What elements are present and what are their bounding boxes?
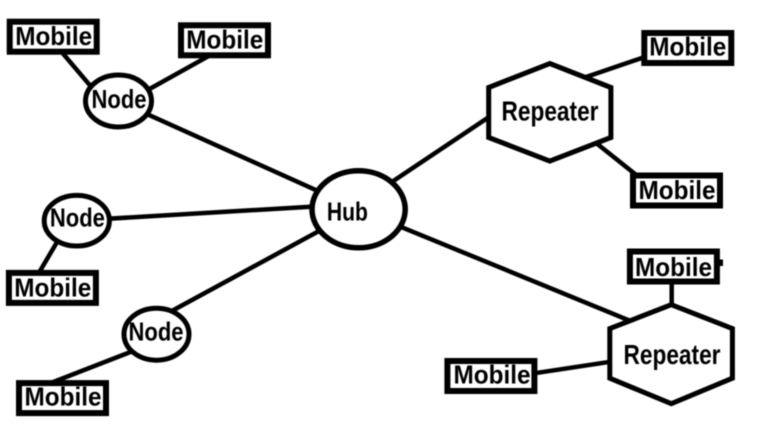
svg-text:Mobile: Mobile <box>14 273 91 303</box>
svg-text:Mobile: Mobile <box>635 252 712 282</box>
svg-text:Hub: Hub <box>327 196 368 226</box>
svg-text:Mobile: Mobile <box>454 360 531 390</box>
svg-text:Mobile: Mobile <box>25 382 102 412</box>
svg-text:Mobile: Mobile <box>15 21 92 51</box>
svg-text:Mobile: Mobile <box>639 175 716 205</box>
svg-text:Repeater: Repeater <box>502 96 599 127</box>
svg-text:Repeater: Repeater <box>624 339 721 370</box>
svg-text:Node: Node <box>129 317 184 347</box>
svg-text:Mobile: Mobile <box>649 32 726 62</box>
svg-text:Node: Node <box>92 84 147 114</box>
svg-text:Mobile: Mobile <box>186 24 263 54</box>
svg-text:Node: Node <box>50 203 105 233</box>
